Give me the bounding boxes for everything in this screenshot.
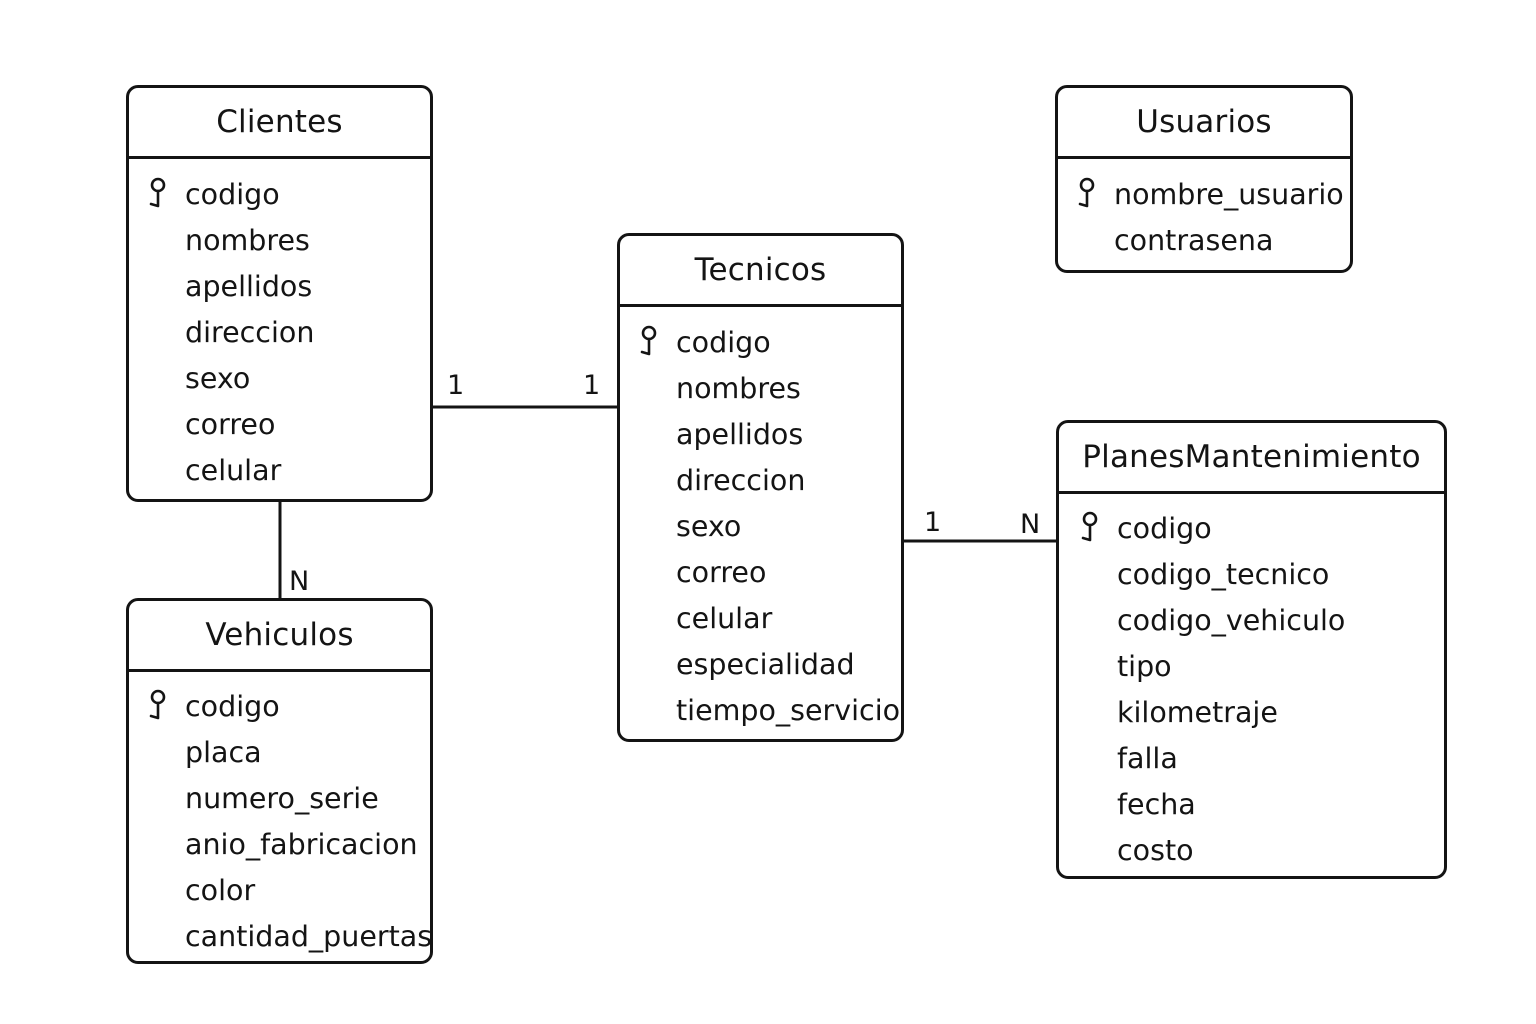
key-icon [149, 177, 166, 208]
attribute: especialidad [638, 641, 901, 687]
attribute: nombres [147, 217, 430, 263]
clientes-tecnicos-card-tecnicos: 1 [583, 370, 601, 401]
attribute-name: contrasena [1114, 223, 1274, 257]
attribute: kilometraje [1079, 689, 1444, 735]
entity-clientes[interactable]: Clientes codigo nombres apellidos direccion… [126, 85, 433, 502]
attribute-name: celular [185, 453, 282, 487]
key-icon [640, 325, 657, 356]
entity-usuarios[interactable]: Usuarios nombre_usuario contrasena [1055, 85, 1353, 273]
attribute-name: kilometraje [1117, 695, 1278, 729]
attribute: codigo_vehiculo [1079, 597, 1444, 643]
attribute-name: sexo [185, 361, 251, 395]
attribute-list: codigo nombres apellidos direccion sexo corre… [620, 307, 901, 733]
attribute: placa [147, 729, 430, 775]
attribute-name: costo [1117, 833, 1194, 867]
attribute: sexo [147, 355, 430, 401]
attribute-name: correo [185, 407, 276, 441]
clientes-tecnicos-card-clientes: 1 [447, 370, 465, 401]
attribute-name: anio_fabricacion [185, 827, 418, 861]
attribute: correo [147, 401, 430, 447]
attribute-name: nombre_usuario [1114, 177, 1344, 211]
attribute: anio_fabricacion [147, 821, 430, 867]
primary-key-attribute: codigo [147, 683, 430, 729]
attribute-list: codigo nombres apellidos direccion sexo corre… [129, 159, 430, 493]
entity-title: Tecnicos [620, 236, 901, 307]
attribute: direccion [638, 457, 901, 503]
attribute: sexo [638, 503, 901, 549]
attribute-name: direccion [185, 315, 315, 349]
attribute-name: cantidad_puertas [185, 919, 433, 953]
entity-title: PlanesMantenimiento [1059, 423, 1444, 494]
attribute-name: apellidos [185, 269, 313, 303]
attribute: contrasena [1076, 217, 1350, 263]
primary-key-attribute: codigo [147, 171, 430, 217]
primary-key-attribute: codigo [638, 319, 901, 365]
attribute-name: sexo [676, 509, 742, 543]
attribute-name: direccion [676, 463, 806, 497]
primary-key-attribute: nombre_usuario [1076, 171, 1350, 217]
attribute: direccion [147, 309, 430, 355]
attribute-name: nombres [185, 223, 310, 257]
attribute: fecha [1079, 781, 1444, 827]
attribute-name: apellidos [676, 417, 804, 451]
attribute-name: codigo [676, 325, 771, 359]
key-slot [638, 325, 676, 359]
attribute-name: codigo [185, 177, 280, 211]
attribute-name: falla [1117, 741, 1178, 775]
attribute-name: codigo_tecnico [1117, 557, 1330, 591]
attribute-name: codigo [185, 689, 280, 723]
attribute: color [147, 867, 430, 913]
attribute-name: codigo_vehiculo [1117, 603, 1346, 637]
attribute: tiempo_servicio [638, 687, 901, 733]
attribute: nombres [638, 365, 901, 411]
attribute-name: tipo [1117, 649, 1172, 683]
entity-tecnicos[interactable]: Tecnicos codigo nombres apellidos direccion… [617, 233, 904, 742]
attribute-name: fecha [1117, 787, 1196, 821]
key-slot [1076, 177, 1114, 211]
attribute-list: nombre_usuario contrasena [1058, 159, 1350, 263]
entity-planes-mantenimiento[interactable]: PlanesMantenimiento codigo codigo_tecnico… [1056, 420, 1447, 879]
attribute: tipo [1079, 643, 1444, 689]
key-icon [1078, 177, 1095, 208]
attribute-name: correo [676, 555, 767, 589]
attribute: correo [638, 549, 901, 595]
key-icon [1081, 511, 1098, 542]
attribute: falla [1079, 735, 1444, 781]
attribute: codigo_tecnico [1079, 551, 1444, 597]
entity-vehiculos[interactable]: Vehiculos codigo placa numero_serie anio_fa… [126, 598, 433, 964]
key-slot [1079, 511, 1117, 545]
attribute: celular [147, 447, 430, 493]
attribute: numero_serie [147, 775, 430, 821]
key-slot [147, 177, 185, 211]
attribute-name: celular [676, 601, 773, 635]
attribute-name: nombres [676, 371, 801, 405]
entity-title: Clientes [129, 88, 430, 159]
key-icon [149, 689, 166, 720]
attribute-name: placa [185, 735, 262, 769]
attribute: celular [638, 595, 901, 641]
attribute: apellidos [638, 411, 901, 457]
attribute: costo [1079, 827, 1444, 873]
primary-key-attribute: codigo [1079, 505, 1444, 551]
attribute-name: codigo [1117, 511, 1212, 545]
tecnicos-planes-card-planes: N [1020, 509, 1041, 540]
entity-title: Vehiculos [129, 601, 430, 672]
tecnicos-planes-card-tecnicos: 1 [924, 507, 942, 538]
entity-title: Usuarios [1058, 88, 1350, 159]
attribute-name: tiempo_servicio [676, 693, 901, 727]
attribute-name: color [185, 873, 256, 907]
attribute-name: numero_serie [185, 781, 379, 815]
attribute-name: especialidad [676, 647, 855, 681]
attribute: cantidad_puertas [147, 913, 430, 959]
attribute: apellidos [147, 263, 430, 309]
key-slot [147, 689, 185, 723]
clientes-vehiculos-card-vehiculos: N [289, 566, 310, 597]
